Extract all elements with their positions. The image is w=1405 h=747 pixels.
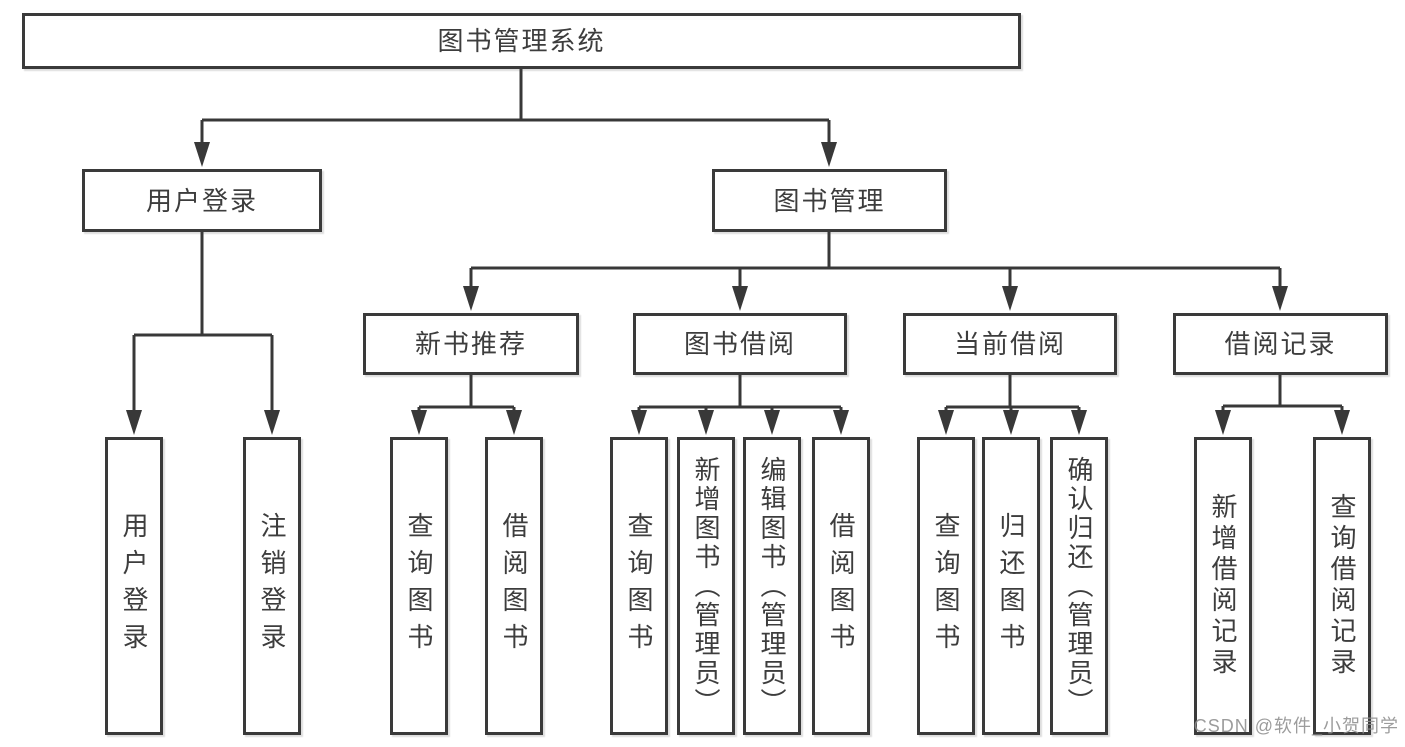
node-leaf-query-books-recommend: 查询图书: [390, 437, 448, 735]
node-leaf-user-login: 用户登录: [105, 437, 163, 735]
node-new-book-recommendation: 新书推荐: [363, 313, 579, 375]
node-book-borrowing: 图书借阅: [633, 313, 847, 375]
node-leaf-logout: 注销登录: [243, 437, 301, 735]
node-leaf-confirm-return-admin: 确认归还（管理员）: [1050, 437, 1108, 735]
csdn-watermark: CSDN @软件_小贺同学: [1193, 716, 1399, 736]
node-leaf-return-books: 归还图书: [982, 437, 1040, 735]
node-leaf-add-books-admin: 新增图书（管理员）: [677, 437, 735, 735]
node-library-management-system: 图书管理系统: [22, 13, 1021, 69]
node-leaf-query-books-borrowing: 查询图书: [610, 437, 668, 735]
node-leaf-borrow-books-recommend: 借阅图书: [485, 437, 543, 735]
node-current-borrowing: 当前借阅: [903, 313, 1117, 375]
node-leaf-add-borrow-record: 新增借阅记录: [1194, 437, 1252, 735]
node-borrowing-records: 借阅记录: [1173, 313, 1388, 375]
arrowhead-icons: [126, 142, 1350, 435]
node-book-management: 图书管理: [712, 169, 947, 232]
node-leaf-query-books-current: 查询图书: [917, 437, 975, 735]
node-leaf-edit-books-admin: 编辑图书（管理员）: [743, 437, 801, 735]
node-leaf-borrow-books: 借阅图书: [812, 437, 870, 735]
node-leaf-query-borrow-record: 查询借阅记录: [1313, 437, 1371, 735]
node-user-login: 用户登录: [82, 169, 322, 232]
